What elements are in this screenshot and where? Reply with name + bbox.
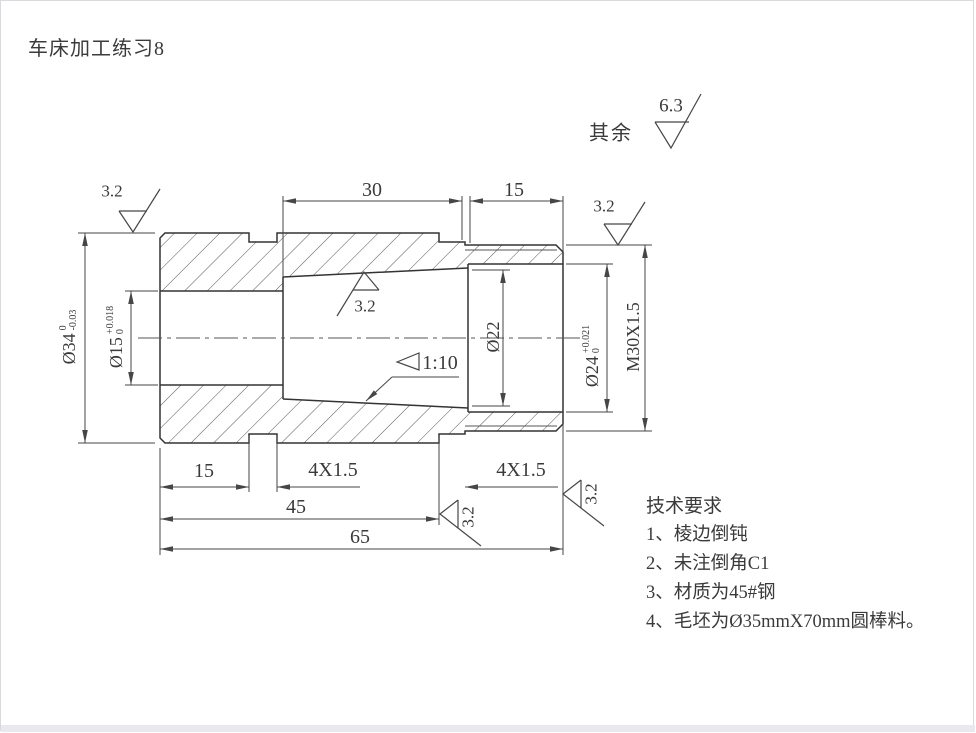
tech-requirements: 技术要求 1、棱边倒钝 2、未注倒角C1 3、材质为45#钢 4、毛坯为Ø35m… — [646, 492, 925, 637]
dia24-main: Ø24 — [582, 356, 602, 388]
section-hatch — [160, 233, 563, 443]
dia22-main: Ø22 — [483, 321, 503, 353]
dim-15-top-label: 15 — [504, 179, 524, 201]
dim-30-label: 30 — [362, 179, 382, 201]
tech-requirement-item: 1、棱边倒钝 — [646, 525, 748, 545]
dim-groove-left-label: 4X1.5 — [308, 459, 358, 481]
footer-bar — [1, 725, 975, 732]
dim-15-bottom-label: 15 — [194, 460, 214, 482]
tech-requirement-item: 4、毛坯为Ø35mmX70mm圆棒料。 — [646, 612, 925, 632]
roughness-symbol-right-face — [562, 479, 605, 527]
taper-ratio-label: 1:10 — [422, 352, 458, 374]
dimension-arrowheads — [82, 198, 648, 552]
dim-groove-right-label: 4X1.5 — [496, 459, 546, 481]
dia15-lower-tol: 0 — [115, 329, 126, 335]
general-roughness-label: 其余 — [589, 122, 633, 145]
roughness-taper-value: 3.2 — [354, 296, 376, 316]
dimension-lines — [78, 196, 652, 555]
roughness-symbols — [118, 93, 702, 547]
dim-dia22-label: Ø22 — [483, 321, 503, 353]
thread-minor-lines — [465, 249, 557, 427]
roughness-symbol-general — [654, 93, 702, 150]
dia15-main: Ø15 — [106, 337, 126, 369]
page-title: 车床加工练习8 — [28, 38, 165, 60]
roughness-top-right-value: 3.2 — [593, 196, 615, 216]
dia34-lower-tol: -0.03 — [68, 309, 79, 331]
roughness-right-face-value: 3.2 — [581, 483, 601, 505]
roughness-symbol-taper — [336, 270, 380, 317]
roughness-left-value: 3.2 — [101, 181, 123, 201]
dim-45-label: 45 — [286, 496, 306, 518]
thread-main: M30X1.5 — [623, 302, 643, 372]
dim-thread-label: M30X1.5 — [623, 302, 643, 372]
roughness-groove-value: 3.2 — [458, 506, 478, 528]
roughness-symbol-groove — [439, 499, 482, 547]
roughness-symbol-top-right — [603, 201, 646, 247]
dim-65-label: 65 — [350, 526, 370, 548]
roughness-symbol-left — [118, 188, 161, 234]
tech-requirements-heading: 技术要求 — [646, 496, 723, 517]
dia34-main: Ø34 — [59, 333, 79, 365]
taper-symbol-icon — [395, 352, 420, 371]
tech-requirement-item: 2、未注倒角C1 — [646, 554, 770, 574]
dia24-lower-tol: 0 — [591, 348, 602, 354]
general-roughness-value: 6.3 — [659, 95, 683, 117]
tech-requirement-item: 3、材质为45#钢 — [646, 583, 776, 603]
